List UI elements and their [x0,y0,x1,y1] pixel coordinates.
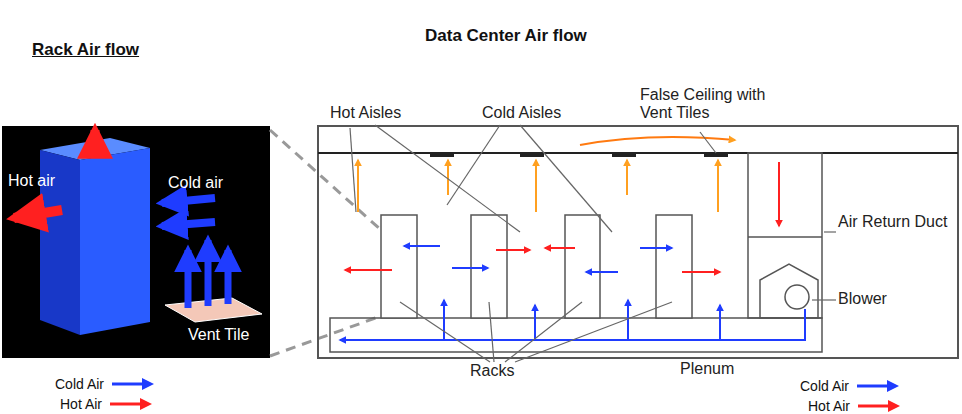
cold-air-arrow [162,222,215,226]
part-label: Vent Tile [188,326,249,344]
aisle-label: Hot Aisles [330,104,401,122]
legend-text: Hot Air [60,396,102,412]
legend-text: Hot Air [808,398,850,414]
legend-swatch [110,377,156,391]
cold-air-arrow [225,250,232,304]
cold-air-arrow [162,198,215,203]
legend-swatch [855,379,901,393]
part-label: Racks [470,362,514,380]
hot-air-arrow [778,162,780,226]
hot-air-arrow [14,210,62,218]
blower-fan [785,285,809,309]
flow-label: Cold air [168,174,223,192]
aisle-label: Cold Aisles [482,104,561,122]
legend-text: Cold Air [800,378,849,394]
part-label: False Ceiling with Vent Tiles [640,86,800,123]
hot-air-arrow [91,130,100,150]
part-label: Air Return Duct [838,213,948,231]
legend-item: Cold Air [55,376,156,392]
flow-label: Hot air [8,172,55,190]
legend-item: Hot Air [808,398,902,414]
blower-housing [760,264,818,318]
diagram-title: Data Center Air flow [425,26,587,46]
cold-air-arrow [205,240,212,306]
legend-swatch [856,399,902,413]
inset-title: Rack Air flow [32,40,139,60]
leader-line [350,125,836,362]
rack-box [381,215,692,318]
air-return-duct [748,153,822,318]
vent-tile [165,298,262,322]
hot-air-arrow [358,160,718,212]
legend-item: Hot Air [60,396,154,412]
legend-item: Cold Air [800,378,901,394]
hot-air-arrow [345,248,720,272]
legend-text: Cold Air [55,376,104,392]
plenum [330,318,822,352]
rack-front [80,148,150,335]
room-outline [318,126,958,358]
cold-air-arrow [185,250,192,308]
cold-air-arrow [340,246,805,340]
part-label: Blower [838,290,887,308]
part-label: Plenum [680,360,734,378]
zoom-line [270,130,381,230]
inset-panel [2,126,270,358]
return-air-arrow [580,137,735,145]
zoom-line [270,316,381,356]
ceiling-vents [430,153,728,157]
legend-swatch [108,397,154,411]
